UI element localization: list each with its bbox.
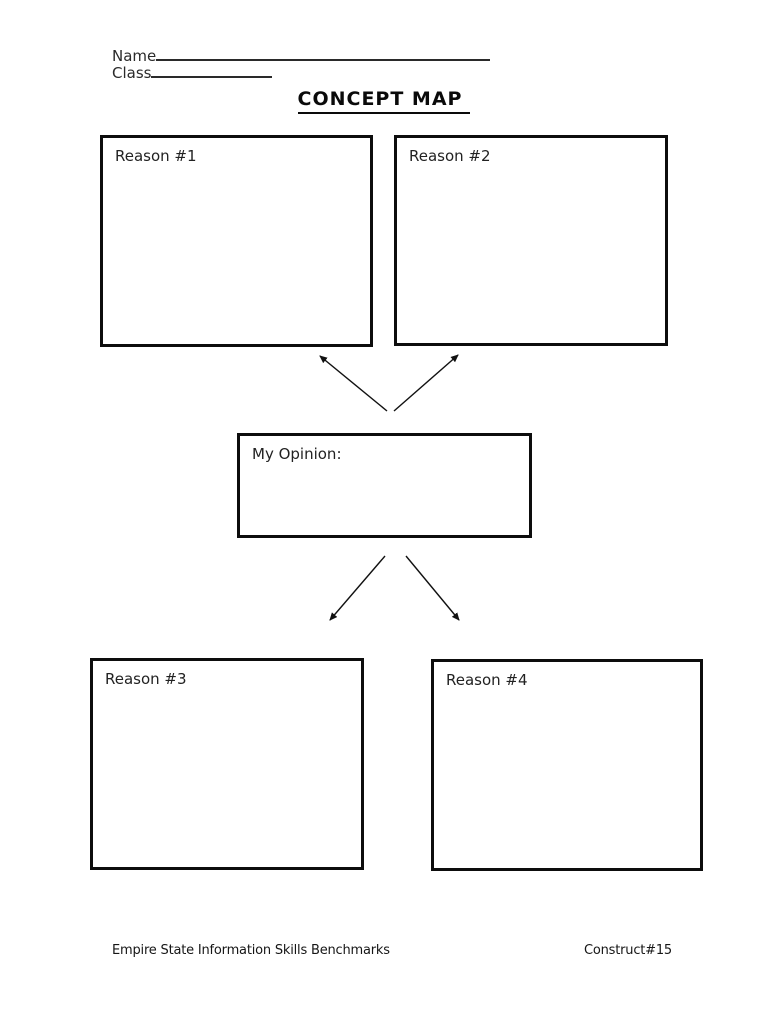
name-blank-rule: [156, 46, 491, 61]
reason4-label: Reason #4: [446, 671, 528, 689]
arrow-down-left-icon: [329, 555, 386, 621]
arrow-down-right-icon: [405, 555, 460, 621]
name-label: Name: [112, 47, 157, 65]
reason2-label: Reason #2: [409, 147, 491, 165]
title-row: CONCEPT MAP: [0, 88, 768, 114]
reason2-box: Reason #2: [394, 135, 668, 346]
arrow-up-right-icon: [393, 354, 459, 412]
reason1-box: Reason #1: [100, 135, 373, 347]
reason3-label: Reason #3: [105, 670, 187, 688]
reason1-label: Reason #1: [115, 147, 197, 165]
footer-construct-number: Construct#15: [584, 943, 673, 958]
arrow-up-left-icon: [319, 355, 388, 412]
name-line: Name: [112, 46, 491, 65]
class-label: Class: [112, 64, 152, 82]
reason4-box: Reason #4: [431, 659, 703, 871]
footer-source-text: Empire State Information Skills Benchmar…: [112, 943, 390, 958]
class-blank-rule: [151, 63, 273, 78]
opinion-label: My Opinion:: [252, 445, 342, 463]
reason3-box: Reason #3: [90, 658, 364, 870]
page-title: CONCEPT MAP: [297, 88, 471, 114]
class-line: Class: [112, 63, 273, 82]
opinion-box: My Opinion:: [237, 433, 532, 538]
